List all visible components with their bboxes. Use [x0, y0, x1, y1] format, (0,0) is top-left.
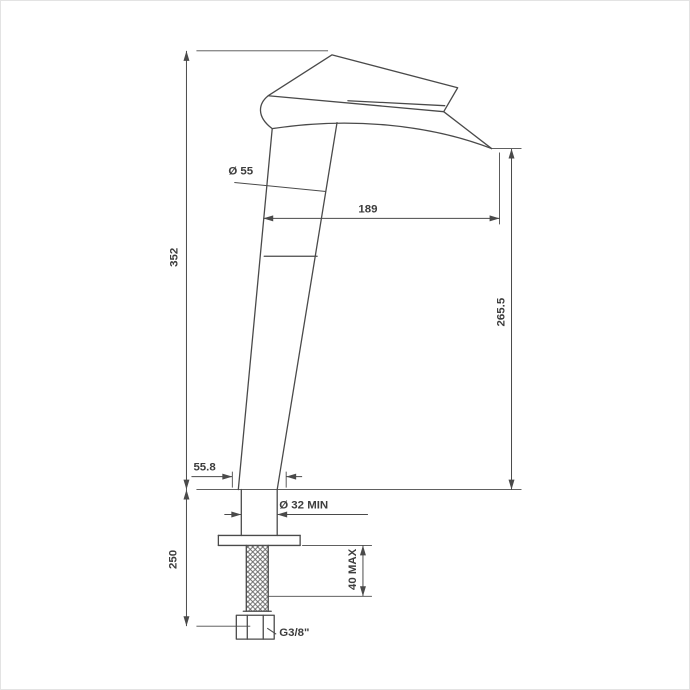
- spout-tip-top-edge: [443, 111, 493, 150]
- label-thread-size: G3/8": [279, 627, 309, 639]
- label-body-diameter: Ø 55: [228, 165, 253, 177]
- dimension-labels: 352 250 265.5 189 Ø 55 55.8 Ø 32 MIN 40 …: [167, 165, 507, 639]
- leader-body-diameter: [234, 181, 327, 192]
- label-spout-height: 265.5: [496, 297, 508, 326]
- spout-plate-inner-edge: [347, 100, 446, 107]
- label-total-height: 352: [168, 248, 180, 267]
- label-base-width: 55.8: [193, 462, 216, 474]
- faucet-outline: [196, 54, 522, 640]
- label-mounting-hole: Ø 32 MIN: [279, 500, 328, 512]
- dimension-lines: [183, 50, 522, 635]
- head-left-profile: [259, 95, 273, 130]
- hex-nut: [235, 614, 275, 640]
- leader-thread-size: [266, 627, 277, 635]
- body-right-edge: [276, 121, 338, 491]
- spout-plate: [267, 54, 459, 113]
- label-counter-thickness: 40 MAX: [347, 548, 359, 590]
- spout-underside: [271, 122, 493, 150]
- body-left-edge: [237, 127, 273, 491]
- label-under-counter: 250: [167, 550, 179, 569]
- braided-hose-hatch: [246, 545, 269, 612]
- label-reach: 189: [358, 203, 377, 215]
